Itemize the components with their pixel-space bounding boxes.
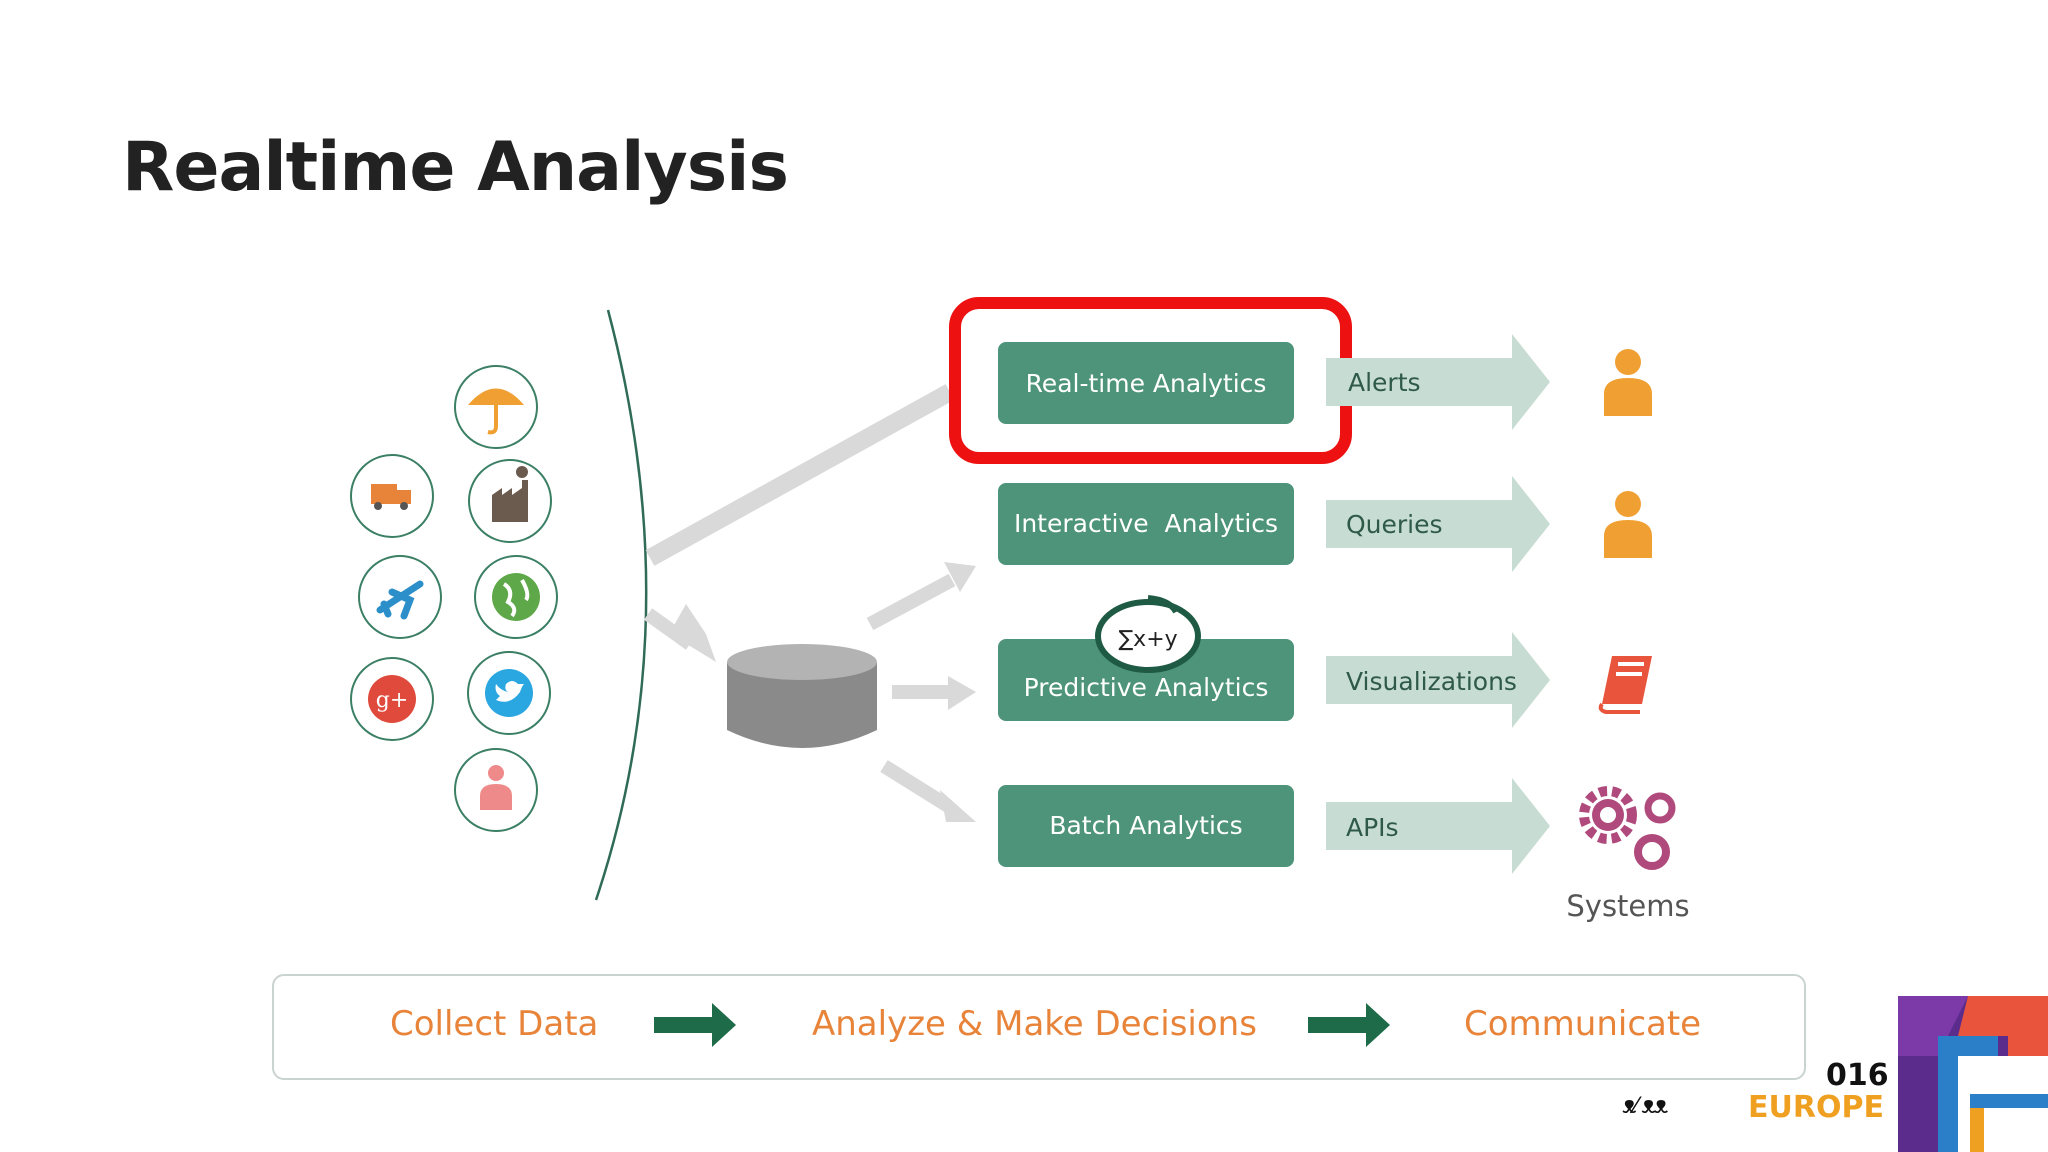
formula-text: ∑x+y <box>1118 627 1177 652</box>
globe-icon <box>474 555 558 639</box>
people-logo-icon: ᴥ⁄ ᴥᴥ <box>1622 1092 1668 1119</box>
person-icon <box>1604 491 1652 558</box>
svg-text:g+: g+ <box>376 688 409 713</box>
analytics-box-interactive <box>998 483 1294 565</box>
flow-arrow-db-interactive-head <box>944 562 976 592</box>
book-icon <box>1598 656 1652 714</box>
step-arrow-icon <box>1308 1003 1390 1047</box>
analytics-label-realtime: Real-time Analytics <box>1026 369 1267 398</box>
output-label-apis: APIs <box>1346 813 1399 842</box>
output-arrow-alerts <box>1326 334 1550 430</box>
flow-arrow-db-predictive-head <box>948 676 976 710</box>
google-plus-icon: g+ <box>350 657 434 741</box>
truck-icon <box>350 454 434 538</box>
formula-badge: ∑x+y <box>1095 595 1201 673</box>
source-boundary-arc <box>594 309 648 901</box>
step-communicate: Communicate <box>1464 1004 1702 1044</box>
factory-icon <box>468 459 552 543</box>
step-arrow-icon <box>654 1003 736 1047</box>
analytics-box-realtime <box>998 342 1294 424</box>
output-arrows: Alerts Queries Visualizations APIs <box>1326 334 1550 874</box>
analytics-box-predictive <box>998 639 1294 721</box>
database-icon <box>727 644 877 748</box>
output-label-alerts: Alerts <box>1348 368 1421 397</box>
analytics-label-predictive: Predictive Analytics <box>1024 673 1269 702</box>
flow-arrows <box>643 384 976 822</box>
step-analyze: Analyze & Make Decisions <box>812 1004 1257 1044</box>
flow-arrow-to-realtime <box>645 384 955 566</box>
consumers: Systems <box>1566 349 1690 923</box>
output-arrow-visualizations <box>1326 632 1550 728</box>
step-collect-data: Collect Data <box>390 1004 599 1044</box>
flow-arrow-db-batch-head <box>940 790 976 822</box>
person-icon <box>454 748 538 832</box>
flow-arrow-to-database-head <box>668 604 716 662</box>
process-footer <box>272 974 1806 1080</box>
badge-region: EUROPE <box>1748 1090 1884 1125</box>
analytics-boxes: Real-time Analytics Interactive Analytic… <box>998 342 1294 867</box>
person-icon <box>1604 349 1652 416</box>
output-label-visualizations: Visualizations <box>1346 667 1517 696</box>
analytics-label-interactive: Interactive Analytics <box>1014 509 1278 538</box>
flow-arrow-db-interactive <box>866 573 956 631</box>
umbrella-icon <box>454 365 538 449</box>
flow-arrow-to-database <box>643 608 695 650</box>
event-logo-icon <box>1898 996 2048 1152</box>
analytics-box-batch <box>998 785 1294 867</box>
gears-icon <box>1579 786 1676 870</box>
output-arrow-apis <box>1326 778 1550 874</box>
output-arrow-queries <box>1326 476 1550 572</box>
systems-label: Systems <box>1566 889 1689 923</box>
slide-title: Realtime Analysis <box>122 128 789 207</box>
flow-arrow-db-batch <box>880 760 952 812</box>
source-icons: g+ <box>350 365 558 832</box>
badge-year: 016 <box>1826 1058 1889 1093</box>
airplane-icon <box>358 555 442 639</box>
analytics-label-batch: Batch Analytics <box>1049 811 1242 840</box>
twitter-icon <box>467 651 551 735</box>
output-label-queries: Queries <box>1346 510 1443 539</box>
